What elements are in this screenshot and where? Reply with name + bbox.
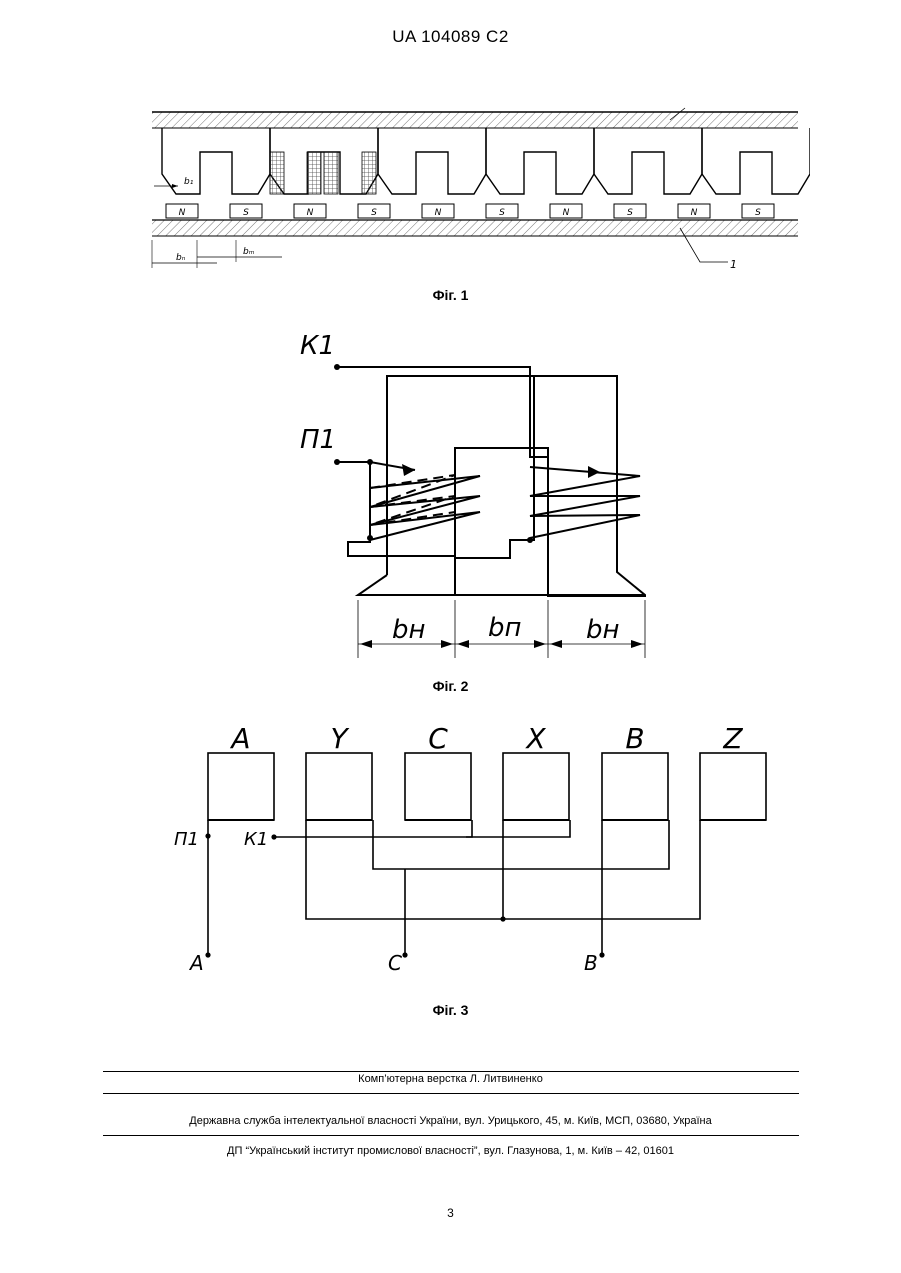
coil-section [362,152,376,194]
terminal-k1-label: К1 [244,829,268,850]
figure-2-drawing: К1 П1 bн bп bн [290,320,670,670]
output-c-label: C [388,951,402,975]
stator-tooth [594,128,702,194]
output-a-label: A [188,951,204,975]
footer-rule-2 [103,1093,799,1094]
magnet-polarity-label: N [435,208,442,218]
stator-tooth [486,128,594,194]
coil-section [307,152,321,194]
dimension-bn-left: bн [392,615,426,645]
stator-yoke [152,112,798,128]
phase-winding-box [208,753,274,820]
phase-winding-box [503,753,569,820]
dimension-b1-label: b₁ [184,177,194,187]
footer-rule-1 [103,1071,799,1072]
footer-institute: ДП “Український інститут промислової вла… [0,1145,901,1157]
stator-teeth [162,128,810,194]
stator-tooth [378,128,486,194]
stator-tooth [702,128,810,194]
reference-numeral-1: 1 [730,258,737,271]
phase-winding-box [602,753,668,820]
footer-typesetter: Комп’ютерна верстка Л. Литвиненко [0,1073,901,1085]
magnet-polarity-label: N [307,208,314,218]
page-number: 3 [0,1206,901,1220]
terminal-k1-label: К1 [300,331,335,361]
magnet-polarity-label: S [755,208,761,218]
figure-3-drawing: A Y C X B Z П1 К1 A C B [170,712,790,982]
phase-winding-box [306,753,372,820]
magnet-polarity-label: N [179,208,186,218]
permanent-magnets: NSNSNSNSNS [166,204,774,218]
figure-3-caption: Фіг. 3 [0,1002,901,1018]
output-b-label: B [584,951,598,975]
magnet-polarity-label: S [499,208,505,218]
stator-tooth [162,128,270,194]
footer-rule-3 [103,1135,799,1136]
right-coil [530,467,640,538]
magnet-polarity-label: N [691,208,698,218]
magnet-polarity-label: S [627,208,633,218]
footer-agency: Державна служба інтелектуальної власност… [0,1115,901,1127]
phase-label: X [524,722,546,755]
phase-winding-box [700,753,766,820]
phase-label: Z [722,722,743,755]
document-header: UA 104089 C2 [0,27,901,47]
rotor-back [152,220,798,236]
magnet-polarity-label: S [371,208,377,218]
coil-section [270,152,284,194]
connection-wires [208,820,700,955]
phase-label: Y [330,722,349,755]
phase-label: A [229,722,250,755]
magnet-polarity-label: N [563,208,570,218]
dimension-bm-label: bₘ [243,247,255,257]
figure-1-drawing: N S N S N S N S N S 1 b₁ bₙ bₘ [140,100,810,280]
coil-section [324,152,338,194]
phase-windings: AYCXBZ [208,722,766,820]
terminal-p1-label: П1 [300,425,336,455]
dimension-bp: bп [488,613,522,643]
dimension-bn-label: bₙ [176,253,186,263]
magnet-polarity-label: S [243,208,249,218]
figure-2-caption: Фіг. 2 [0,678,901,694]
phase-label: C [428,722,448,755]
terminal-p1-label: П1 [174,829,199,850]
figure-1-caption: Фіг. 1 [0,287,901,303]
phase-label: B [625,722,644,755]
phase-winding-box [405,753,471,820]
dimension-bn-right: bн [586,615,620,645]
